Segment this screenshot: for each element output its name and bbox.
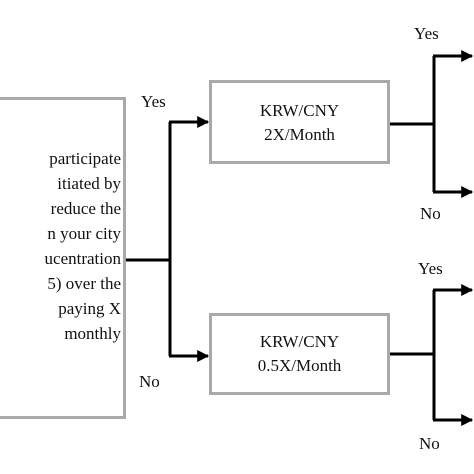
- low-offer-amount: 0.5X/Month: [257, 356, 342, 375]
- question-line: ucentration: [44, 249, 121, 268]
- question-line: participate: [49, 149, 121, 168]
- low-offer-currency: KRW/CNY: [259, 332, 340, 351]
- question-line: reduce the: [50, 199, 121, 218]
- high-yes-label: Yes: [414, 24, 439, 43]
- first-no-label: No: [139, 372, 160, 391]
- question-line: itiated by: [57, 174, 121, 193]
- question-line: 5) over the: [47, 274, 121, 293]
- high-offer-label: KRW/CNY 2X/Month: [212, 99, 387, 147]
- low-offer-box: KRW/CNY 0.5X/Month: [209, 313, 390, 395]
- question-line: monthly: [64, 324, 121, 343]
- high-no-label: No: [420, 204, 441, 223]
- high-offer-amount: 2X/Month: [264, 125, 335, 144]
- high-offer-currency: KRW/CNY: [259, 101, 340, 120]
- question-text: participate itiated by reduce the n your…: [0, 146, 121, 346]
- low-yes-label: Yes: [418, 259, 443, 278]
- high-offer-box: KRW/CNY 2X/Month: [209, 80, 390, 164]
- low-offer-label: KRW/CNY 0.5X/Month: [212, 330, 387, 378]
- low-no-label: No: [419, 434, 440, 453]
- first-yes-label: Yes: [141, 92, 166, 111]
- question-box: participate itiated by reduce the n your…: [0, 97, 126, 419]
- question-line: paying X: [58, 299, 121, 318]
- question-line: n your city: [47, 224, 121, 243]
